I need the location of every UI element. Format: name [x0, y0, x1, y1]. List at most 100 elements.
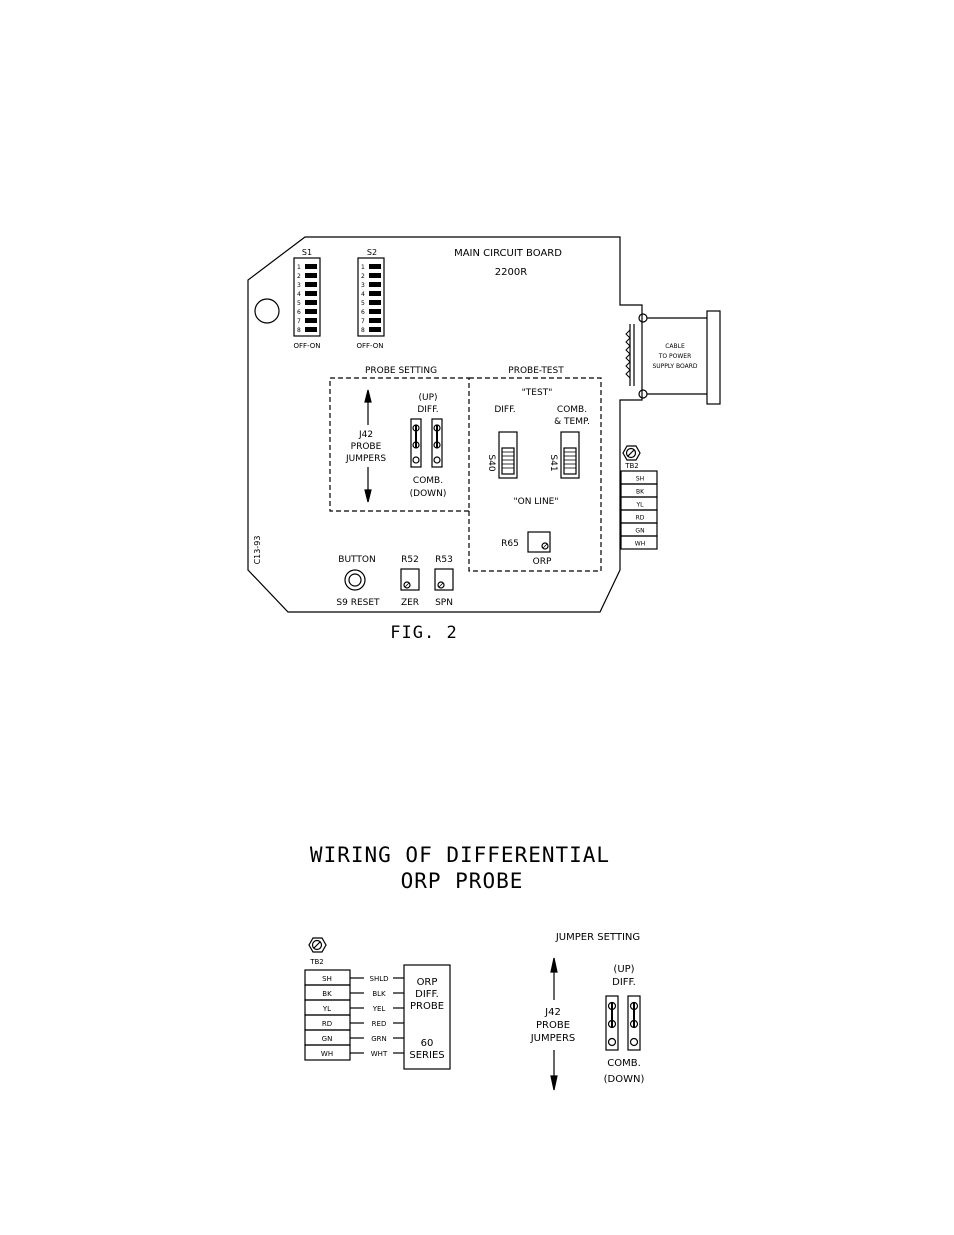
- dip-number: 2: [361, 273, 365, 280]
- wiring-terminal-label: GN: [322, 1035, 333, 1043]
- tb2-terminal: [620, 535, 658, 550]
- probe-label-line1: ORP: [417, 977, 438, 988]
- board-j42-line3: JUMPERS: [345, 454, 386, 464]
- wire-label: GRN: [371, 1035, 387, 1043]
- jumper-down-label: (DOWN): [604, 1074, 645, 1085]
- jumper-j42-line3: JUMPERS: [530, 1033, 576, 1044]
- probe-label-line3: PROBE: [410, 1001, 444, 1012]
- board-jumper-left: [410, 418, 422, 468]
- board-down-label: (DOWN): [410, 489, 447, 499]
- spn-label: SPN: [435, 598, 453, 608]
- button-label: BUTTON: [338, 555, 375, 565]
- dip-number: 4: [297, 291, 301, 298]
- dip-slider: [305, 300, 317, 305]
- wiring-terminal-label: BK: [322, 990, 332, 998]
- test-label: "TEST": [522, 388, 553, 398]
- board-comb-label: COMB.: [413, 476, 443, 486]
- dip-number: 1: [361, 264, 365, 271]
- tb2-terminal-label: BK: [636, 489, 645, 496]
- s2-label: S2: [367, 248, 377, 257]
- dip-number: 6: [361, 309, 365, 316]
- dip-switch-s2: [357, 257, 385, 337]
- dip-slider: [305, 273, 317, 278]
- cable-label-line2: TO POWER: [658, 353, 692, 360]
- dip-number: 4: [361, 291, 365, 298]
- switch-s41: [560, 431, 580, 479]
- side-code: C13-93: [253, 536, 262, 565]
- jumper-comb-label: COMB.: [607, 1058, 641, 1069]
- cable-label-line3: SUPPLY BOARD: [652, 363, 697, 370]
- dip-slider: [305, 327, 317, 332]
- tb2-terminal-label: RD: [636, 515, 645, 522]
- tb2-terminal-label: SH: [636, 476, 644, 483]
- r53-label: R53: [435, 555, 453, 565]
- dip-slider: [305, 318, 317, 323]
- wiring-terminal-label: YL: [322, 1005, 331, 1013]
- dip-number: 5: [297, 300, 301, 307]
- orp-label: ORP: [533, 557, 552, 567]
- s1-off-on: OFF-ON: [293, 342, 320, 350]
- probe-label-line2: DIFF.: [415, 989, 439, 1000]
- dip-slider: [369, 291, 381, 296]
- board-j42-line2: PROBE: [351, 442, 382, 452]
- dip-slider: [369, 273, 381, 278]
- wire-label: WHT: [371, 1050, 388, 1058]
- r65-pot: [527, 531, 551, 553]
- dip-number: 3: [297, 282, 301, 289]
- dip-slider: [369, 309, 381, 314]
- r52-pot: [400, 568, 420, 591]
- board-up-label: (UP): [418, 393, 437, 403]
- switch-s40: [498, 431, 518, 479]
- probe-test-box: [468, 377, 602, 572]
- r65-label: R65: [501, 539, 519, 549]
- dip-slider: [369, 318, 381, 323]
- zer-label: ZER: [401, 598, 419, 608]
- main-circuit-board: MAIN CIRCUIT BOARD 2200R S1 S2 123456781…: [247, 236, 721, 613]
- reset-button-s9: [344, 569, 366, 591]
- dip-slider: [369, 300, 381, 305]
- dip-slider: [369, 282, 381, 287]
- wiring-tb2-label: TB2: [309, 958, 324, 966]
- board-diff-label: DIFF.: [417, 405, 438, 415]
- jumper-pin-right: [627, 995, 641, 1051]
- s1-label: S1: [302, 248, 312, 257]
- dip-number: 2: [297, 273, 301, 280]
- board-j42-line1: J42: [358, 430, 373, 440]
- dip-number: 3: [361, 282, 365, 289]
- wire-label: RED: [372, 1020, 387, 1028]
- comb-switch-label1: COMB.: [557, 405, 587, 415]
- probe-setting-label: PROBE SETTING: [365, 366, 437, 376]
- figure-caption: FIG. 2: [390, 623, 457, 643]
- board-tb2-label: TB2: [624, 462, 639, 470]
- r53-pot: [434, 568, 454, 591]
- series-label-line2: SERIES: [409, 1050, 444, 1061]
- mounting-hole: [254, 298, 280, 324]
- dip-slider: [369, 264, 381, 269]
- r52-label: R52: [401, 555, 419, 565]
- cable-label-line1: CABLE: [665, 343, 685, 350]
- probe-test-label: PROBE-TEST: [508, 366, 564, 376]
- dip-slider: [369, 327, 381, 332]
- jumper-up-label: (UP): [613, 964, 634, 975]
- cable-connector: [625, 310, 721, 405]
- tb2-terminal-label: YL: [635, 502, 644, 509]
- dip-slider: [305, 291, 317, 296]
- wiring-terminal-label: SH: [322, 975, 332, 983]
- dip-number: 8: [361, 327, 365, 334]
- diff-switch-label: DIFF.: [494, 405, 515, 415]
- dip-slider: [305, 309, 317, 314]
- s41-label: S41: [548, 454, 558, 471]
- wiring-title-line2: ORP PROBE: [401, 869, 524, 893]
- orp-probe-box: [403, 964, 451, 1070]
- dip-number: 6: [297, 309, 301, 316]
- board-jumper-right: [431, 418, 443, 468]
- wire-label: YEL: [372, 1005, 386, 1013]
- jumper-arrow-up-head: [550, 957, 558, 973]
- series-label-line1: 60: [421, 1038, 434, 1049]
- comb-switch-label2: & TEMP.: [554, 417, 590, 427]
- jumper-pin-left: [605, 995, 619, 1051]
- jumper-setting-title: JUMPER SETTING: [555, 932, 640, 943]
- dip-slider: [305, 264, 317, 269]
